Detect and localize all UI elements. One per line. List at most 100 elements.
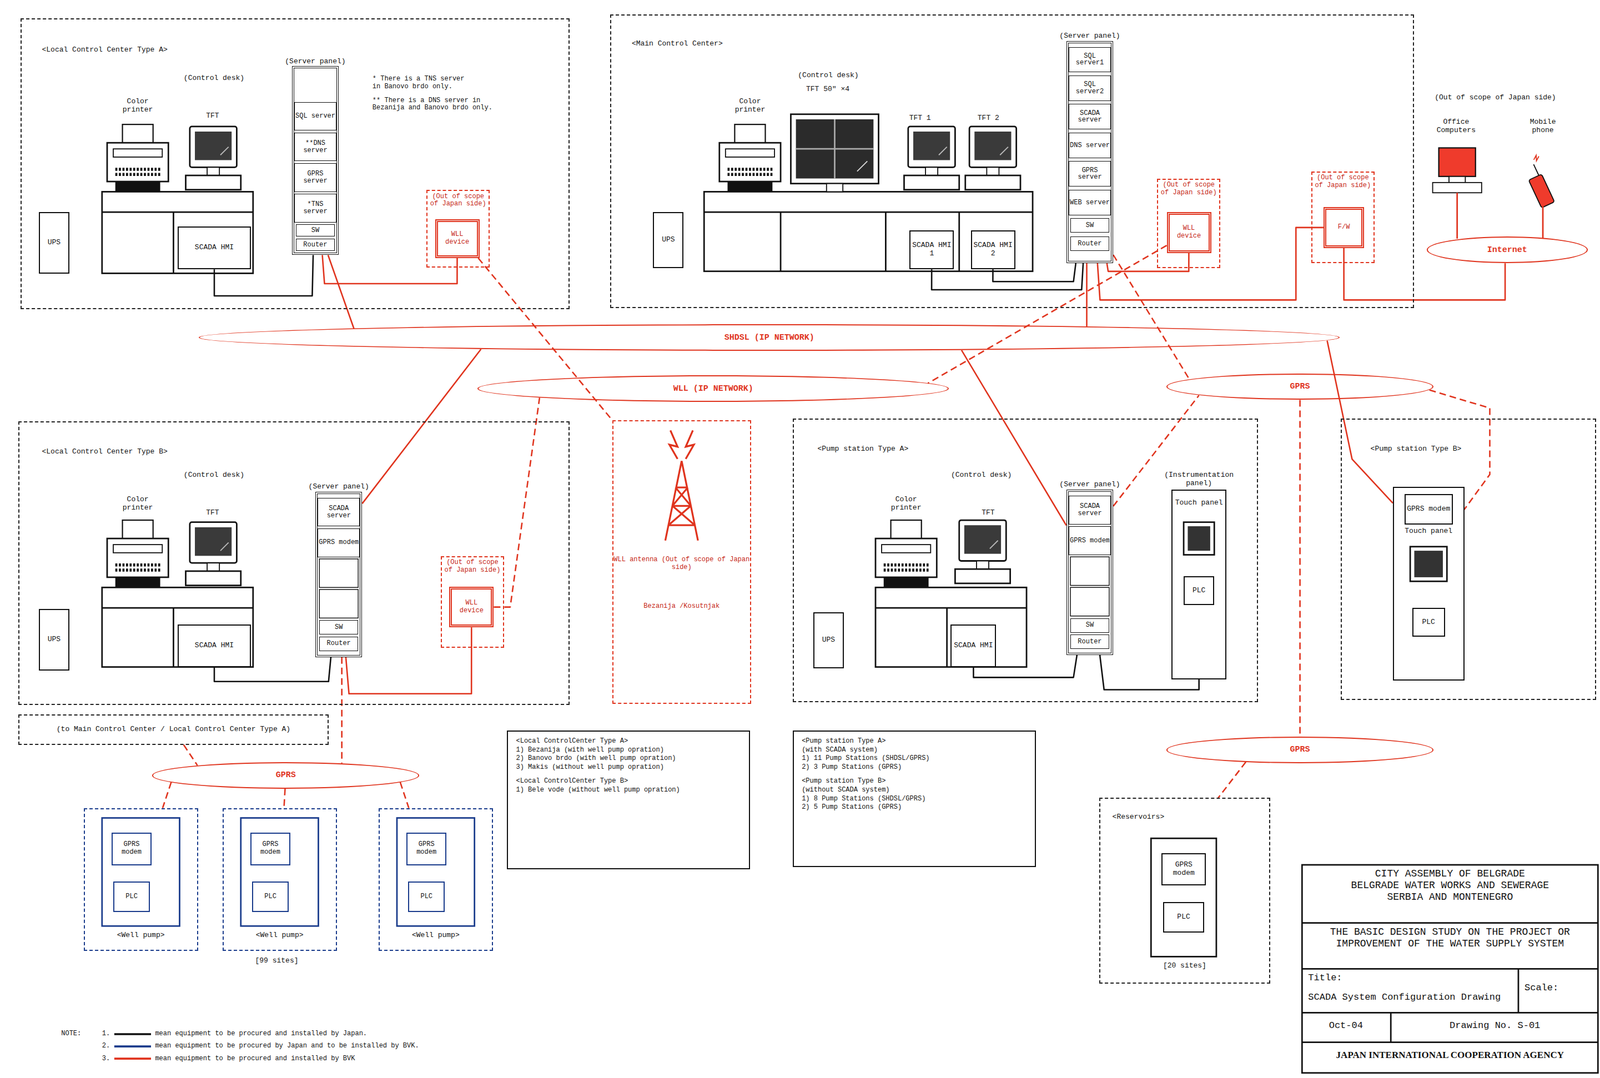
node-text: (Server panel): [284, 57, 346, 67]
touch-screen: [1414, 550, 1443, 578]
equipment-box: GPRS modem: [250, 832, 291, 866]
printer-icon: [719, 124, 781, 192]
instrument-panel: Touch panelGPRS modemPLC: [1392, 486, 1465, 681]
device-box: WLL device: [435, 219, 480, 259]
title-block-text: THE BASIC DESIGN STUDY ON THE PROJECT OR…: [1326, 926, 1573, 950]
node-text: WEB server: [1069, 199, 1110, 207]
node-text: <Pump station Type B>: [801, 777, 886, 787]
equipment-box: PLC: [1183, 576, 1215, 605]
panel-slot: SW: [1070, 218, 1110, 233]
legend-text: mean equipment to be procured and instal…: [154, 1030, 367, 1039]
cable-link: [345, 627, 472, 694]
mobile-phone: [1528, 174, 1555, 209]
node-text: Router: [1077, 240, 1102, 248]
equipment-box: SCADA HMI: [177, 226, 251, 270]
device-box: WLL device: [1166, 212, 1212, 254]
panel-frame: [1150, 838, 1217, 957]
monitor-icon: [185, 126, 241, 190]
node-text: UPS: [47, 635, 61, 644]
node-text: 1) 11 Pump Stations (SHDSL/GPRS): [801, 754, 930, 764]
node-text: GPRS server: [295, 170, 336, 185]
node-text: (to Main Control Center / Local Control …: [56, 725, 291, 734]
touch-screen: [1410, 546, 1447, 582]
node-text: WLL device: [452, 599, 491, 616]
node-text: GPRS modem: [318, 539, 359, 547]
monitor-icon: [185, 126, 1021, 586]
node-text: GPRS server: [1069, 167, 1110, 181]
network-ellipse: SHDSL (IP NETWORK): [198, 324, 1340, 351]
monitor-icon: [954, 520, 1010, 584]
node-text: SW: [1085, 222, 1094, 230]
equipment-box: UPS: [38, 609, 70, 671]
annotation: Color printer: [732, 97, 768, 115]
out-of-scope-box: WLL antenna (Out of scope of Japan side)…: [612, 420, 752, 704]
equipment-box: PLC: [113, 881, 150, 913]
group-box: <Reservoirs>[20 sites]GPRS modemPLC: [1099, 797, 1271, 984]
node-text: PLC: [1176, 913, 1190, 922]
panel-slot: SCADA server: [1068, 495, 1111, 525]
group-box: <Main Control Center>UPSSCADA HMI 1SCADA…: [610, 14, 1415, 309]
network-ellipse: GPRS: [1166, 736, 1435, 764]
node-text: SW: [1085, 621, 1094, 630]
node-text: Touch panel: [1394, 527, 1464, 536]
node-text: PLC: [264, 893, 277, 902]
printer-icon: [107, 520, 169, 588]
panel-slot: GPRS server: [294, 163, 337, 192]
legend-line: [114, 1057, 152, 1060]
equipment-box: GPRS modem: [111, 832, 152, 866]
annotation: Color printer: [120, 97, 155, 115]
legend-text: mean equipment to be procured and instal…: [154, 1055, 355, 1064]
panel-slot: SQL server1: [1068, 47, 1111, 73]
wireless-link: [478, 258, 613, 421]
device-box: WLL device: [449, 586, 494, 628]
legend-line: [114, 1045, 152, 1048]
desk: [102, 607, 254, 668]
site-box: <Well pump>GPRS modemPLC: [378, 808, 493, 952]
node-text: SCADA HMI 2: [972, 241, 1014, 259]
cable-link: [961, 350, 1067, 526]
node-text: GPRS modem: [1069, 537, 1110, 545]
node-text: SCADA HMI 1: [911, 241, 953, 259]
annotation: (Control desk): [183, 74, 245, 83]
node-text: SCADA server: [318, 505, 359, 520]
equipment-box: GPRS modem: [406, 832, 447, 866]
server-panel: (Server panel)SQL server**DNS serverGPRS…: [292, 66, 340, 255]
monitor-icon: [185, 522, 241, 586]
panel-slot: SQL server2: [1068, 75, 1111, 102]
panel-slot: Router: [1070, 236, 1110, 251]
node-text: <Well pump>: [223, 931, 336, 940]
node-text: <Local ControlCenter Type A>: [515, 737, 628, 747]
node-text: 1) 8 Pump Stations (SHDSL/GPRS): [801, 795, 926, 804]
desk: [102, 191, 1033, 667]
video-wall: [790, 114, 879, 193]
annotation: (Out of scope of Japan side): [1434, 93, 1556, 103]
node-text: (Instrumentation panel): [1164, 471, 1234, 488]
node-text: WLL (IP NETWORK): [670, 384, 757, 394]
node-text: <Local Control Center Type A>: [42, 46, 168, 55]
title-block-text: Scale:: [1524, 982, 1559, 994]
title-block-text: SCADA System Configuration Drawing: [1307, 992, 1501, 1004]
site-box: <Well pump>GPRS modemPLC: [83, 808, 199, 952]
node-text: [20 sites]: [1100, 962, 1270, 971]
node-text: <Pump station Type A>: [817, 445, 909, 454]
equipment-box: UPS: [38, 212, 70, 274]
network-ellipse: WLL (IP NETWORK): [477, 375, 949, 402]
cable-link: [1099, 655, 1200, 691]
video-wall: [826, 183, 843, 193]
office-computer: [1432, 147, 1482, 239]
blank-slot: [1070, 556, 1110, 586]
cable-link: [322, 255, 458, 285]
info-table: <Local ControlCenter Type A>1) Bezanija …: [506, 730, 750, 870]
network-ellipse: Internet: [1426, 236, 1588, 264]
panel-frame: [102, 817, 475, 927]
wireless-link: [927, 245, 1167, 384]
equipment-box: SCADA HMI 2: [970, 230, 1016, 270]
video-wall: [796, 119, 874, 179]
annotation: Color printer: [888, 495, 924, 513]
node-text: SQL server2: [1069, 81, 1110, 95]
equipment-box: PLC: [1163, 902, 1205, 933]
wireless-link: [284, 788, 286, 809]
panel-slot: Router: [319, 636, 359, 652]
